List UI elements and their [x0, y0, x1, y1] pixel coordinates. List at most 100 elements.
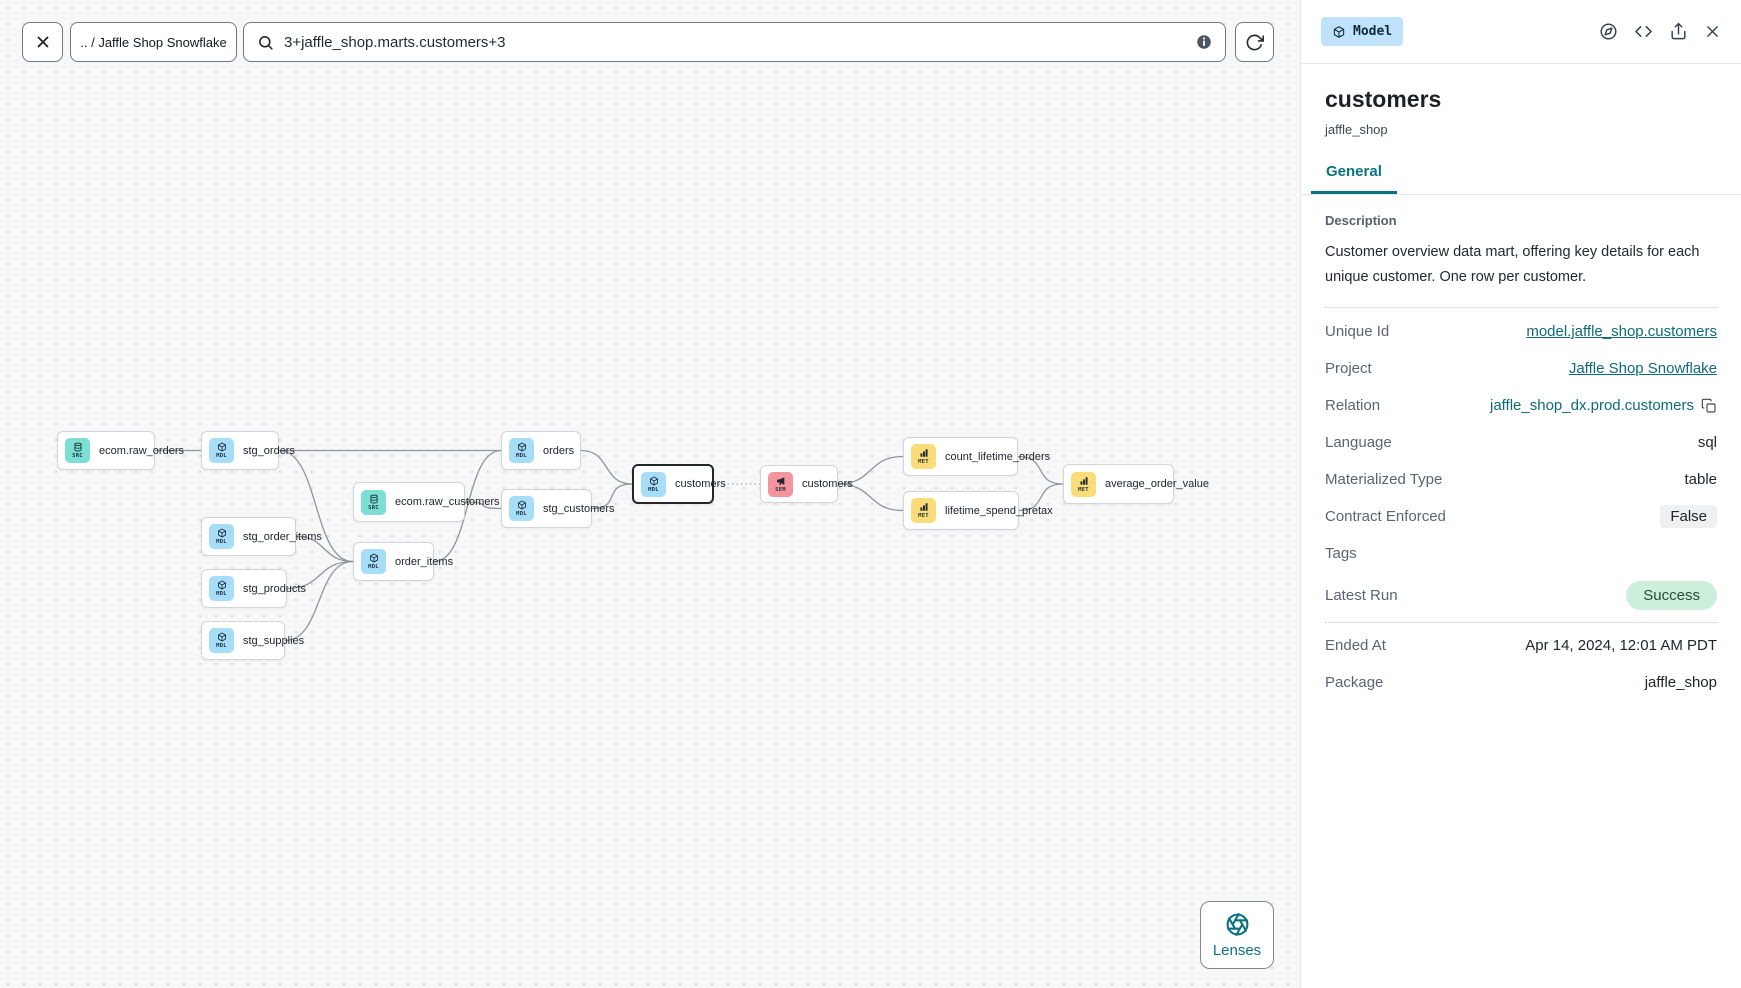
field-value: jaffle_shop: [1644, 674, 1717, 691]
breadcrumb[interactable]: .. / Jaffle Shop Snowflake: [70, 22, 237, 62]
close-panel-button[interactable]: [1704, 23, 1721, 40]
description-text: Customer overview data mart, offering ke…: [1325, 244, 1700, 285]
lineage-selector-box[interactable]: [243, 22, 1226, 62]
field-label: Project: [1325, 360, 1372, 377]
node-label: order_items: [395, 555, 454, 568]
tab-general[interactable]: General: [1311, 163, 1397, 194]
divider: [1325, 307, 1717, 308]
node-label: average_order_value: [1105, 478, 1209, 490]
divider: [1325, 622, 1717, 623]
graph-node-order_items[interactable]: MDL order_items: [353, 542, 453, 581]
close-lineage-button[interactable]: [22, 22, 63, 62]
node-label: customers: [675, 478, 726, 490]
status-badge: Success: [1626, 580, 1717, 610]
mdl-type-icon: MDL: [361, 549, 386, 574]
node-label: stg_orders: [243, 444, 295, 457]
explore-lineage-button[interactable]: [1599, 22, 1618, 41]
resource-type-label: Model: [1353, 24, 1393, 39]
copy-button[interactable]: [1701, 398, 1717, 414]
lineage-selector-input[interactable]: [284, 33, 1195, 51]
code-icon: [1635, 25, 1652, 38]
met-type-icon: MET: [1071, 471, 1096, 497]
field-value: jaffle_shop_dx.prod.customers: [1490, 397, 1717, 414]
details-panel: Model customers jaffle_sh: [1300, 0, 1741, 988]
view-code-button[interactable]: [1634, 22, 1653, 41]
graph-node-orders[interactable]: MDL orders: [501, 431, 581, 470]
field-row: Contract Enforced False: [1325, 498, 1717, 535]
refresh-button[interactable]: [1235, 22, 1274, 62]
node-label: count_lifetime_orders: [945, 450, 1051, 463]
field-row: Latest Run Success: [1325, 572, 1717, 618]
search-icon: [259, 35, 273, 50]
model-cube-icon: [1333, 25, 1345, 38]
field-row: Project Jaffle Shop Snowflake: [1325, 350, 1717, 387]
graph-node-customers[interactable]: MDL customers: [632, 464, 726, 504]
package-subtitle: jaffle_shop: [1325, 122, 1388, 137]
close-icon: [37, 36, 48, 48]
share-button[interactable]: [1669, 22, 1688, 41]
graph-node-average_order_value[interactable]: MET average_order_value: [1063, 464, 1209, 504]
panel-header: Model: [1301, 0, 1741, 64]
graph-node-stg_orders[interactable]: MDL stg_orders: [201, 431, 295, 470]
sem-type-icon: SEM: [768, 471, 793, 497]
graph-node-stg_order_items[interactable]: MDL stg_order_items: [201, 517, 322, 556]
field-label: Contract Enforced: [1325, 508, 1446, 525]
lenses-button[interactable]: Lenses: [1200, 901, 1274, 969]
field-value: table: [1684, 471, 1717, 488]
lenses-label: Lenses: [1212, 941, 1262, 959]
mdl-type-icon: MDL: [209, 524, 234, 549]
field-row: Ended At Apr 14, 2024, 12:01 AM PDT: [1325, 627, 1717, 664]
field-value: False: [1660, 505, 1717, 528]
field-row: Unique Id model.jaffle_shop.customers: [1325, 313, 1717, 350]
resource-type-badge: Model: [1321, 17, 1404, 46]
node-label: ecom.raw_orders: [99, 444, 184, 457]
met-type-icon: MET: [911, 444, 936, 469]
graph-node-stg_supplies[interactable]: MDL stg_supplies: [201, 621, 304, 660]
field-row: Tags: [1325, 535, 1717, 572]
field-row: Relation jaffle_shop_dx.prod.customers: [1325, 387, 1717, 424]
graph-node-customers_sem[interactable]: SEM customers: [760, 465, 853, 503]
node-label: stg_order_items: [243, 530, 322, 543]
close-icon: [1707, 26, 1718, 37]
field-label: Tags: [1325, 545, 1357, 562]
mdl-type-icon: MDL: [209, 576, 234, 601]
node-label: customers: [802, 478, 853, 490]
field-label: Unique Id: [1325, 323, 1390, 340]
graph-node-raw_customers[interactable]: SRC ecom.raw_customers: [353, 482, 500, 522]
field-value: Apr 14, 2024, 12:01 AM PDT: [1525, 637, 1717, 654]
field-label: Relation: [1325, 397, 1381, 414]
node-label: lifetime_spend_pretax: [945, 504, 1053, 517]
src-type-icon: SRC: [65, 438, 90, 463]
graph-node-raw_orders[interactable]: SRC ecom.raw_orders: [57, 431, 184, 470]
graph-node-stg_customers[interactable]: MDL stg_customers: [501, 489, 615, 528]
compass-icon: [1600, 23, 1617, 40]
node-label: stg_supplies: [243, 634, 305, 647]
node-label: stg_customers: [543, 502, 615, 515]
mdl-type-icon: MDL: [209, 438, 234, 463]
node-label: orders: [543, 444, 575, 457]
field-value[interactable]: Jaffle Shop Snowflake: [1568, 360, 1717, 377]
node-label: stg_products: [243, 582, 306, 595]
field-label: Latest Run: [1325, 586, 1398, 604]
mdl-type-icon: MDL: [509, 496, 534, 521]
graph-node-count_lifetime_orders[interactable]: MET count_lifetime_orders: [903, 437, 1050, 476]
page-title: customers: [1325, 86, 1442, 112]
mdl-type-icon: MDL: [209, 628, 234, 653]
node-label: ecom.raw_customers: [395, 496, 500, 508]
field-value[interactable]: model.jaffle_shop.customers: [1526, 323, 1717, 340]
share-icon: [1671, 22, 1686, 40]
breadcrumb-label: .. / Jaffle Shop Snowflake: [80, 34, 227, 50]
info-icon[interactable]: [1195, 33, 1213, 51]
graph-node-stg_products[interactable]: MDL stg_products: [201, 569, 306, 608]
field-label: Ended At: [1325, 637, 1386, 654]
panel-tabs: General: [1301, 163, 1741, 195]
src-type-icon: SRC: [361, 489, 386, 515]
mdl-type-icon: MDL: [641, 471, 666, 497]
mdl-type-icon: MDL: [509, 438, 534, 463]
aperture-icon: [1226, 912, 1248, 936]
refresh-icon: [1246, 34, 1264, 50]
